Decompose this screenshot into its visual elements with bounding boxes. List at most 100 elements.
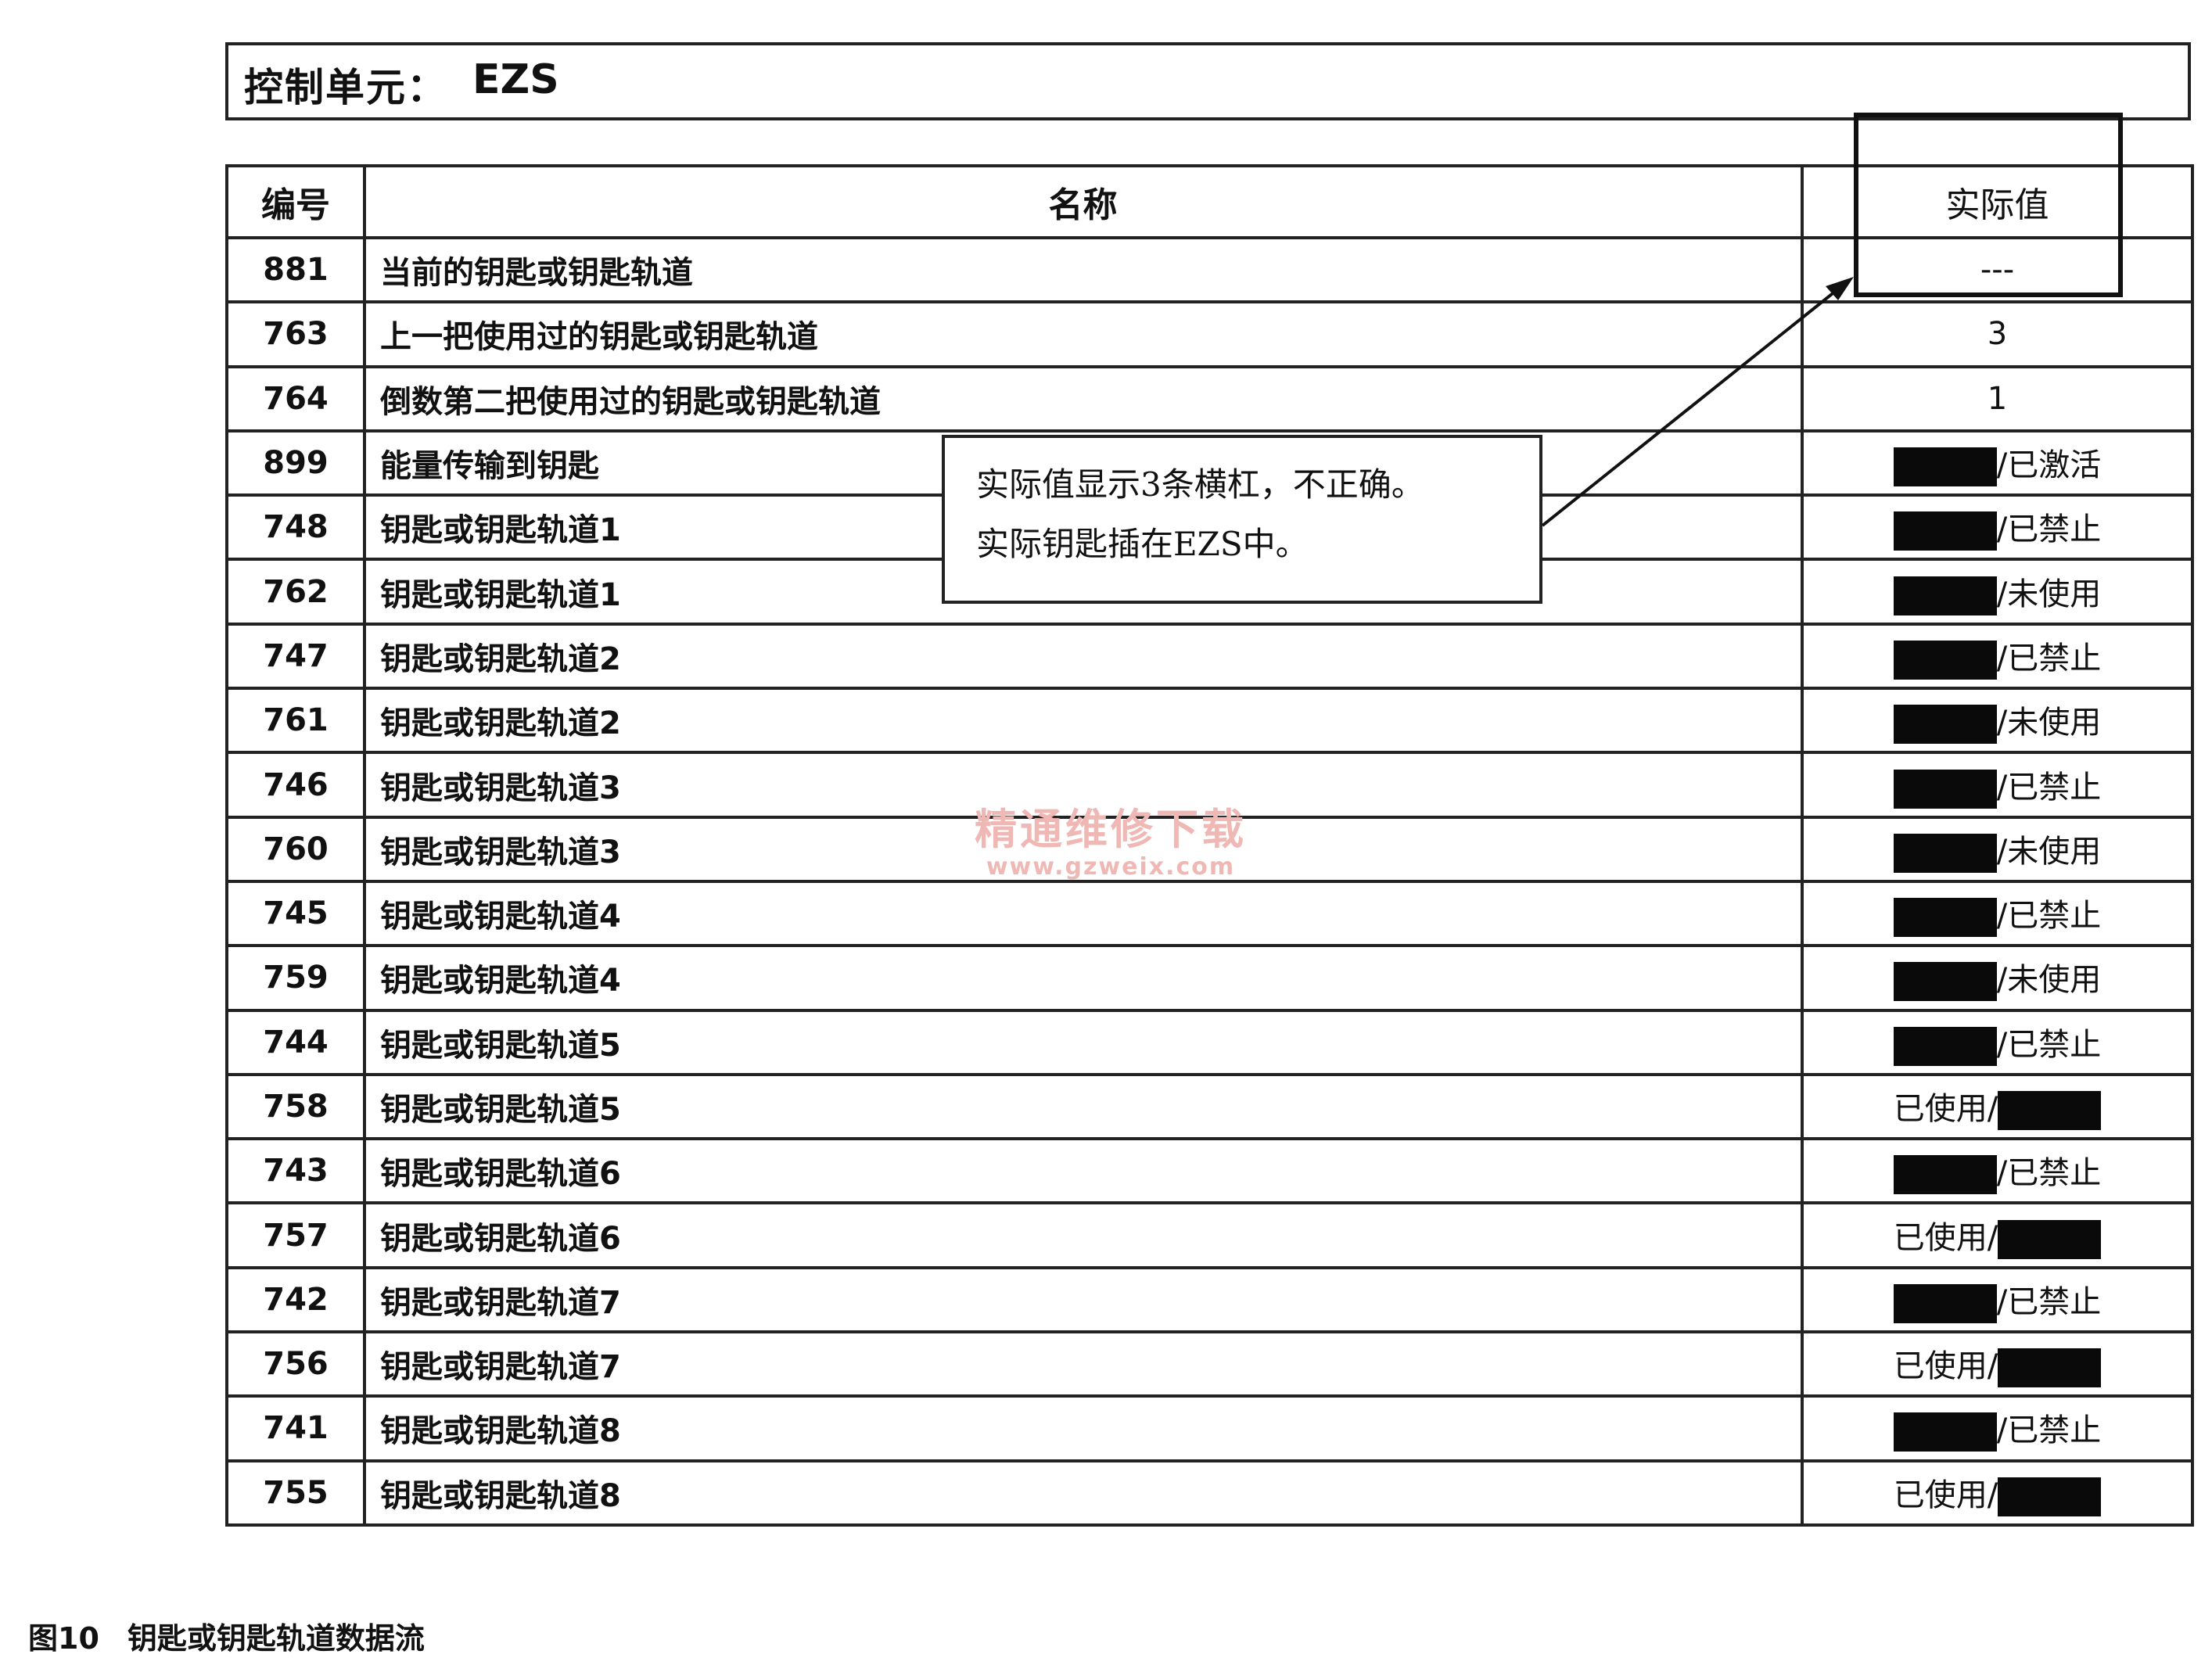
row-number: 762 — [225, 558, 366, 626]
table-row: 881 当前的钥匙或钥匙轨道 --- — [225, 235, 2194, 304]
row-number: 899 — [225, 429, 366, 497]
row-name: 钥匙或钥匙轨道7 — [363, 1265, 1804, 1334]
table-row: 743 钥匙或钥匙轨道6 /已禁止 — [225, 1137, 2194, 1205]
row-number: 741 — [225, 1394, 366, 1462]
row-number: 763 — [225, 300, 366, 368]
row-value: 已禁止 — [2007, 511, 2102, 548]
row-value: 已禁止 — [2007, 769, 2102, 806]
row-name: 上一把使用过的钥匙或钥匙轨道 — [363, 300, 1804, 368]
row-value: 已禁止 — [2007, 1283, 2102, 1320]
watermark-text: 精通维修下载 — [975, 805, 1247, 854]
row-name: 钥匙或钥匙轨道2 — [363, 622, 1804, 691]
table-row: 764 倒数第二把使用过的钥匙或钥匙轨道 1 — [225, 364, 2194, 432]
row-name: 钥匙或钥匙轨道5 — [363, 1008, 1804, 1076]
row-name: 倒数第二把使用过的钥匙或钥匙轨道 — [363, 364, 1804, 432]
row-number: 742 — [225, 1265, 366, 1334]
redaction-block — [1893, 1155, 1997, 1195]
row-value-cell: /已禁止 — [1801, 1137, 2194, 1205]
row-value-cell: /已禁止 — [1801, 1265, 2194, 1334]
row-value-cell: /已禁止 — [1801, 1008, 2194, 1076]
redaction-block — [1998, 1091, 2102, 1130]
table-row: 763 上一把使用过的钥匙或钥匙轨道 3 — [225, 300, 2194, 368]
row-value-cell: /未使用 — [1801, 687, 2194, 755]
table-row: 760 钥匙或钥匙轨道3 /未使用 — [225, 815, 2194, 883]
redaction-block — [1998, 1477, 2102, 1516]
row-value-cell: /已禁止 — [1801, 622, 2194, 691]
row-number: 745 — [225, 879, 366, 948]
callout-line-2: 实际钥匙插在EZS中。 — [976, 525, 1309, 563]
redaction-block — [1998, 1219, 2102, 1259]
redaction-block — [1893, 1283, 1997, 1323]
table-row: 758 钥匙或钥匙轨道5 已使用/ — [225, 1072, 2194, 1141]
callout-line-1: 实际值显示3条横杠，不正确。 — [976, 465, 1424, 504]
row-number: 759 — [225, 944, 366, 1012]
redaction-block — [1893, 705, 1997, 745]
annotation-callout: 实际值显示3条横杠，不正确。 实际钥匙插在EZS中。 — [942, 435, 1542, 604]
redaction-block — [1998, 1348, 2102, 1388]
row-value-cell: /未使用 — [1801, 815, 2194, 883]
row-number: 747 — [225, 622, 366, 691]
row-name: 钥匙或钥匙轨道3 — [363, 815, 1804, 883]
table-row: 755 钥匙或钥匙轨道8 已使用/ — [225, 1459, 2194, 1527]
row-number: 744 — [225, 1008, 366, 1076]
column-header-value: 实际值 — [1801, 164, 2194, 239]
table-row: 757 钥匙或钥匙轨道6 已使用/ — [225, 1201, 2194, 1269]
table-row: 748 钥匙或钥匙轨道1 /已禁止 — [225, 493, 2194, 562]
data-stream-table: 编号 名称 实际值 881 当前的钥匙或钥匙轨道 --- 763 上一把使用过的… — [225, 164, 2194, 1527]
row-name: 钥匙或钥匙轨道4 — [363, 944, 1804, 1012]
row-number: 743 — [225, 1137, 366, 1205]
row-value-cell: /已激活 — [1801, 429, 2194, 497]
row-number: 761 — [225, 687, 366, 755]
redaction-block — [1893, 962, 1997, 1002]
table-row: 742 钥匙或钥匙轨道7 /已禁止 — [225, 1265, 2194, 1334]
row-name: 钥匙或钥匙轨道2 — [363, 687, 1804, 755]
row-value: 已使用 — [1893, 1219, 1988, 1256]
figure-caption: 图10 钥匙或钥匙轨道数据流 — [28, 1614, 425, 1657]
table-row: 746 钥匙或钥匙轨道3 /已禁止 — [225, 751, 2194, 819]
row-value-cell: 已使用/ — [1801, 1072, 2194, 1141]
row-name: 钥匙或钥匙轨道8 — [363, 1394, 1804, 1462]
redaction-block — [1893, 898, 1997, 938]
row-value: 未使用 — [2007, 576, 2102, 612]
row-value: 3 — [1801, 300, 2194, 368]
row-name: 当前的钥匙或钥匙轨道 — [363, 235, 1804, 304]
control-unit-label: 控制单元： — [244, 65, 447, 110]
row-number: 748 — [225, 493, 366, 562]
row-value-cell: /已禁止 — [1801, 751, 2194, 819]
row-name: 钥匙或钥匙轨道3 — [363, 751, 1804, 819]
watermark: 精通维修下载 www.gzweix.com — [970, 795, 1251, 881]
row-name: 钥匙或钥匙轨道5 — [363, 1072, 1804, 1141]
redaction-block — [1893, 511, 1997, 551]
figure-number: 图10 — [28, 1621, 99, 1656]
redaction-block — [1893, 576, 1997, 615]
row-value: 已禁止 — [2007, 1155, 2102, 1192]
table-row: 756 钥匙或钥匙轨道7 已使用/ — [225, 1330, 2194, 1398]
redaction-block — [1893, 1412, 1997, 1452]
column-header-number: 编号 — [225, 164, 366, 239]
row-name: 钥匙或钥匙轨道7 — [363, 1330, 1804, 1398]
row-value: 已使用 — [1893, 1091, 1988, 1127]
figure-title: 钥匙或钥匙轨道数据流 — [127, 1621, 425, 1656]
row-number: 757 — [225, 1201, 366, 1269]
row-value-cell: /未使用 — [1801, 944, 2194, 1012]
table-row: 761 钥匙或钥匙轨道2 /未使用 — [225, 687, 2194, 755]
table-row: 741 钥匙或钥匙轨道8 /已禁止 — [225, 1394, 2194, 1462]
row-value: 已禁止 — [2007, 1412, 2102, 1449]
row-number: 755 — [225, 1459, 366, 1527]
row-name: 钥匙或钥匙轨道4 — [363, 879, 1804, 948]
column-header-name: 名称 — [363, 164, 1804, 239]
row-value: 已禁止 — [2007, 898, 2102, 935]
row-number: 756 — [225, 1330, 366, 1398]
table-row: 745 钥匙或钥匙轨道4 /已禁止 — [225, 879, 2194, 948]
row-number: 760 — [225, 815, 366, 883]
row-value-cell: /未使用 — [1801, 558, 2194, 626]
row-value: --- — [1801, 235, 2194, 304]
table-row: 747 钥匙或钥匙轨道2 /已禁止 — [225, 622, 2194, 691]
row-value: 1 — [1801, 364, 2194, 432]
row-value-cell: /已禁止 — [1801, 493, 2194, 562]
row-value-cell: /已禁止 — [1801, 879, 2194, 948]
control-unit-header: 控制单元： EZS — [225, 42, 2191, 120]
table-row: 744 钥匙或钥匙轨道5 /已禁止 — [225, 1008, 2194, 1076]
table-row: 759 钥匙或钥匙轨道4 /未使用 — [225, 944, 2194, 1012]
row-value: 未使用 — [2007, 833, 2102, 870]
